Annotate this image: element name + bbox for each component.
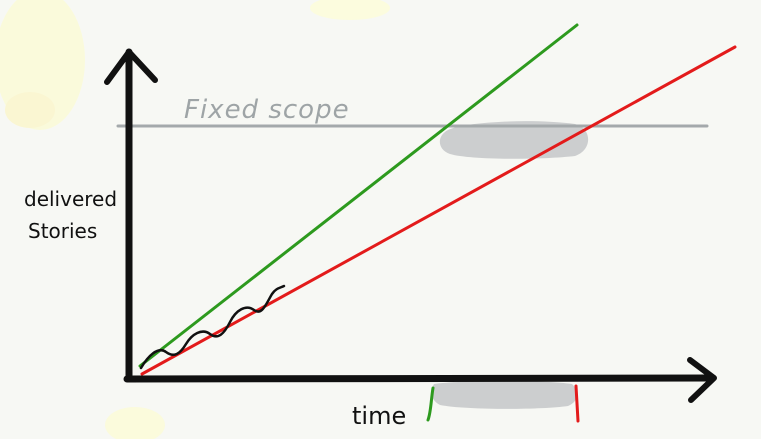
slow-finish-marker (574, 384, 580, 423)
x-axis-label: time (352, 402, 406, 430)
fast-finish-marker (426, 386, 435, 422)
y-axis-arrowhead (104, 49, 158, 85)
fixed-scope-label: Fixed scope (184, 95, 350, 125)
uncertainty-band-time (431, 381, 577, 409)
background-highlights (0, 0, 390, 439)
x-axis (123, 374, 716, 383)
slow-projection-line (140, 45, 737, 376)
highlight-blob-mid-left (5, 92, 55, 128)
y-axis-label-line1: delivered (24, 187, 117, 211)
actual-progress-squiggle (139, 284, 286, 370)
highlight-blob-bottom-left (105, 407, 165, 439)
highlight-blob-top-center (310, 0, 390, 20)
axes (104, 48, 717, 403)
y-axis-label-line2: Stories (28, 219, 97, 243)
x-axis-arrowhead (687, 357, 717, 403)
fast-projection-line (138, 23, 579, 368)
